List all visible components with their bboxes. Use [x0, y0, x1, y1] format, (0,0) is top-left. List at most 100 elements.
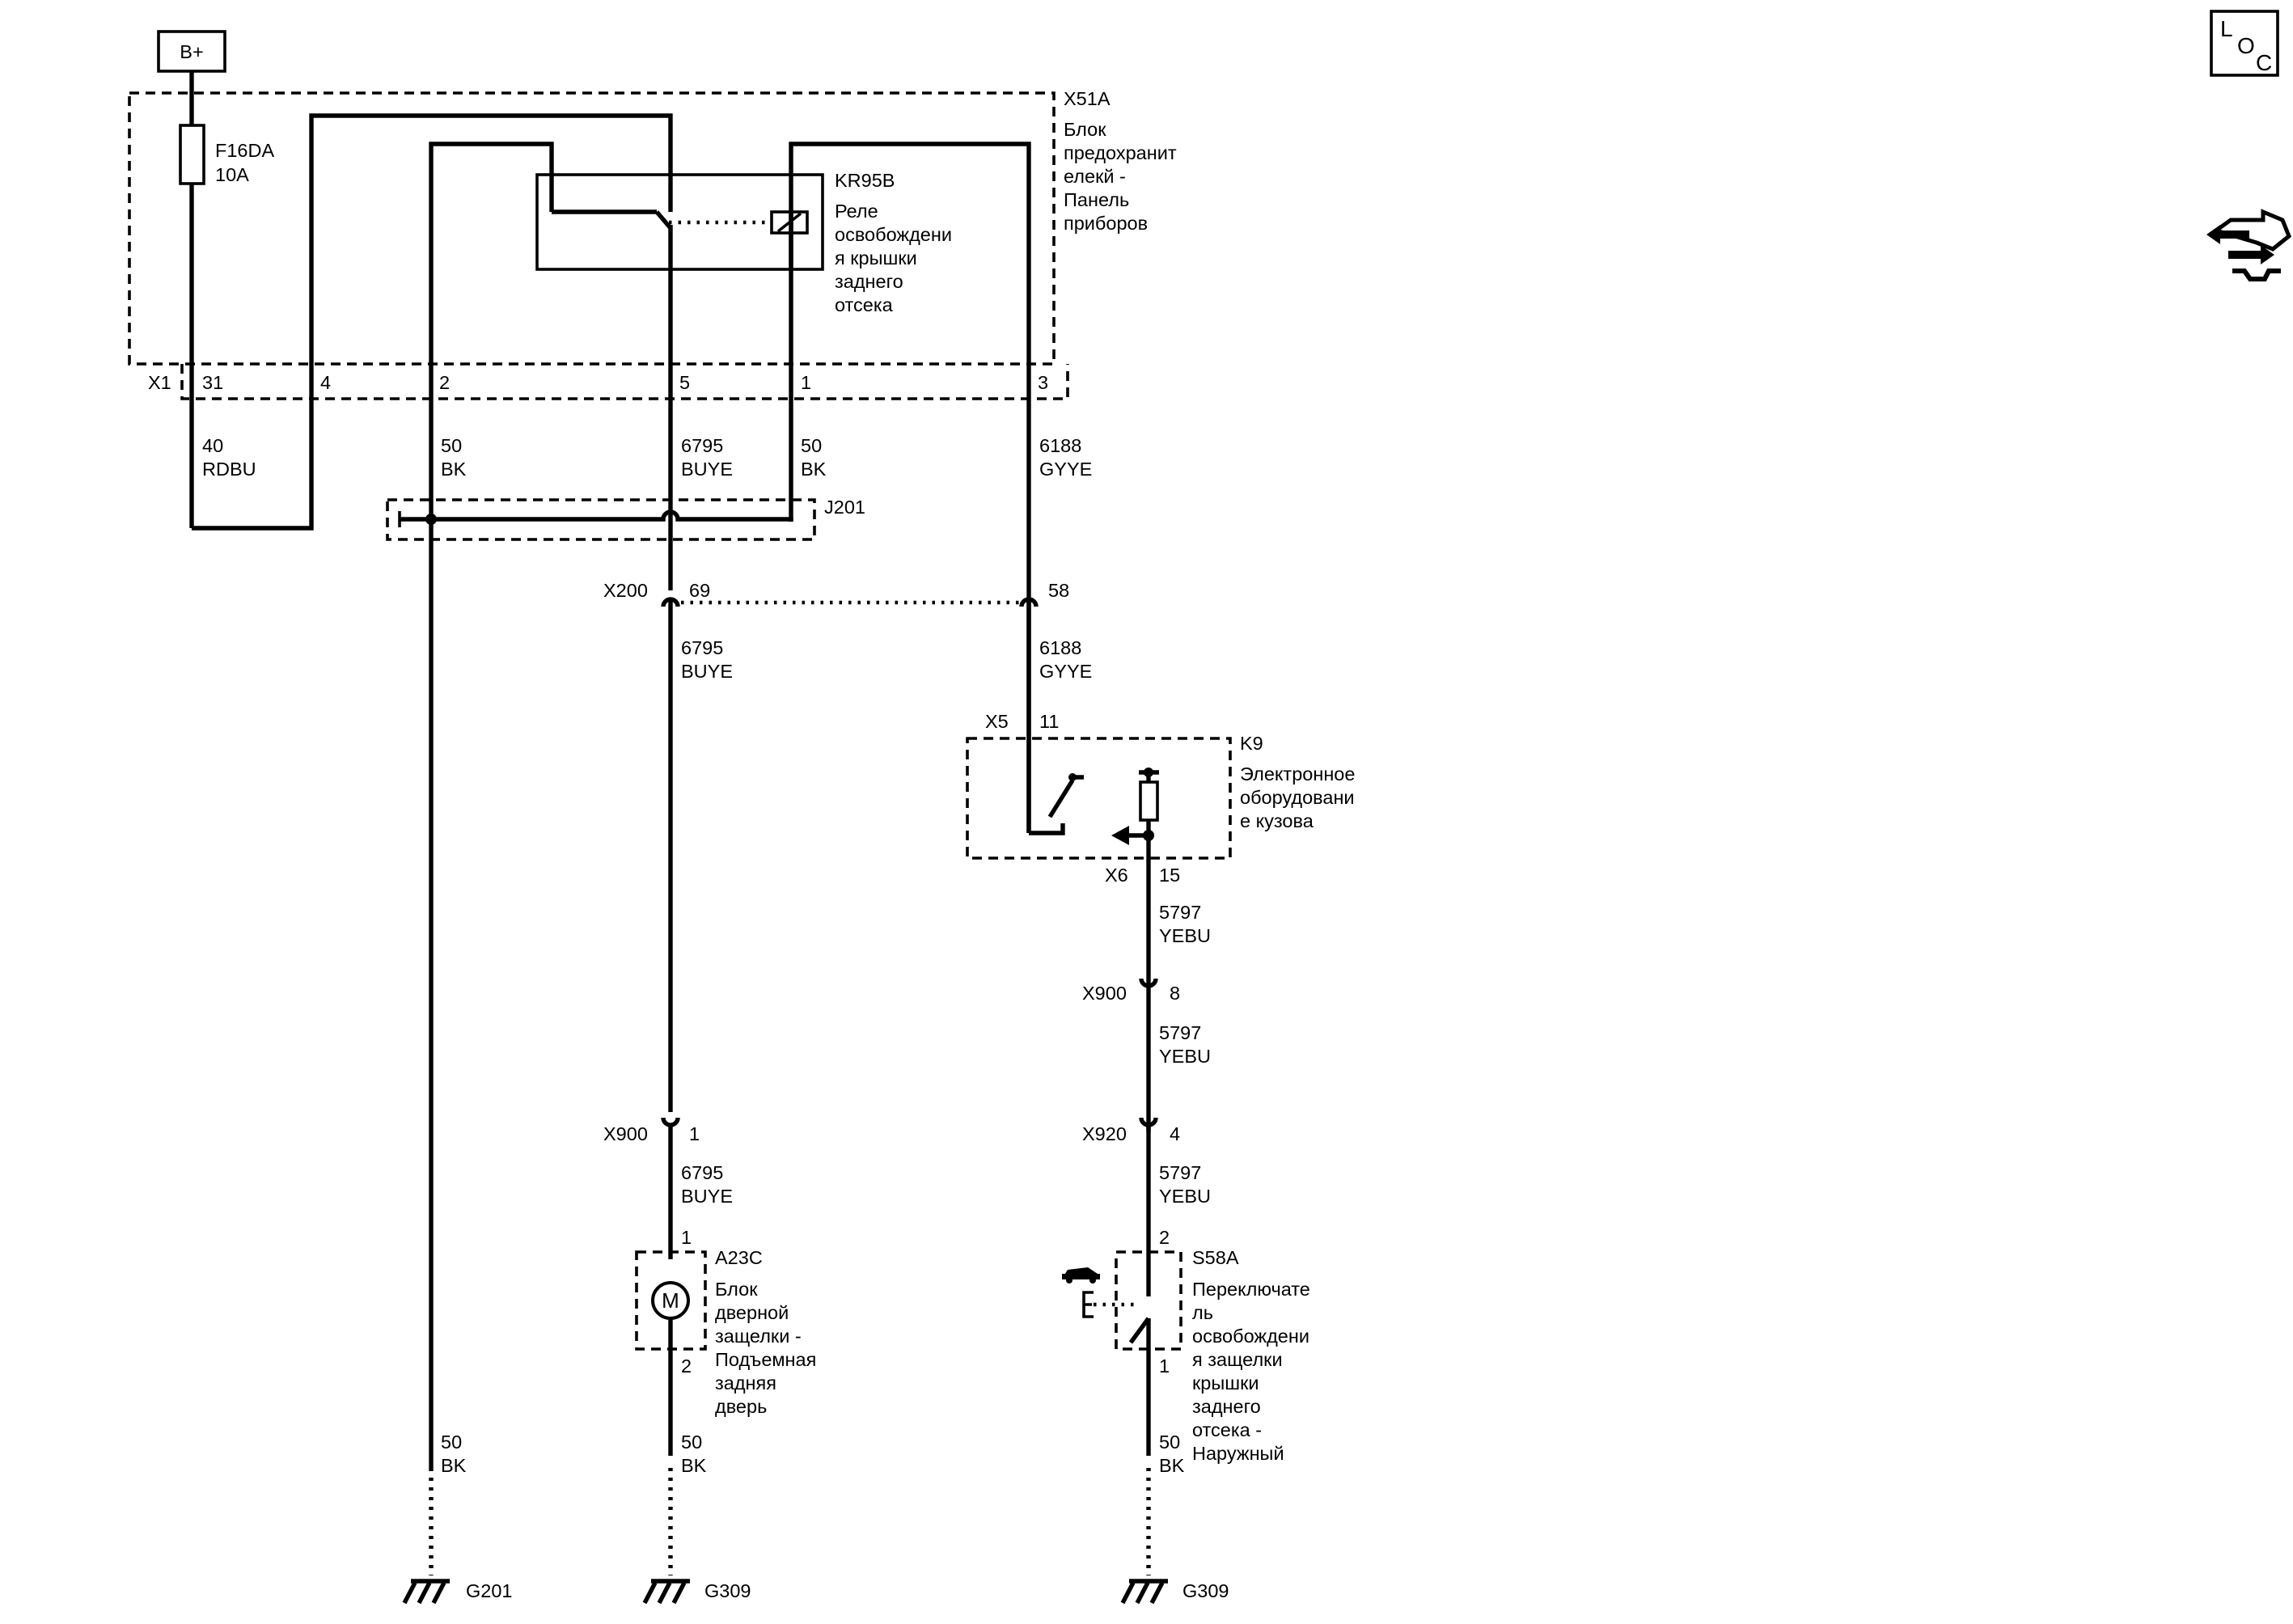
relay-outline: [535, 173, 824, 271]
motor-line: Блок: [715, 1279, 758, 1300]
pin-5: 5: [679, 372, 690, 393]
wire-number: 6795: [681, 435, 723, 456]
motor-line: Подъемная: [715, 1349, 816, 1370]
pin-3: 3: [1038, 372, 1048, 393]
relay-line: я крышки: [835, 247, 917, 269]
wire-color: BK: [441, 459, 467, 480]
connector-x1-label: X1: [148, 372, 171, 393]
fuse-block-line: предохранит: [1064, 142, 1177, 163]
x900a-pin: 1: [689, 1123, 700, 1144]
x900b-id: X900: [1082, 983, 1127, 1004]
x900a-id: X900: [603, 1123, 648, 1144]
ground-symbol: [1120, 1579, 1168, 1605]
bcm-line: е кузова: [1240, 810, 1314, 831]
motor-pin-bottom: 2: [681, 1355, 692, 1377]
wire-number: 40: [202, 435, 223, 456]
fuse-block-line: приборов: [1064, 213, 1148, 234]
loc-letter: O: [2237, 33, 2255, 58]
switch-contact: [1128, 1317, 1151, 1344]
relay-line: освобождени: [835, 224, 952, 245]
wire-color: BUYE: [681, 459, 733, 480]
bcm-out-connector: X6: [1105, 865, 1128, 886]
wire-number: 6795: [681, 637, 723, 658]
switch-line: крышки: [1192, 1372, 1259, 1394]
bcm-line: Электронное: [1240, 763, 1355, 785]
wire-color: RDBU: [202, 459, 256, 480]
switch-actuator-e: [1082, 1291, 1094, 1318]
switch-pin-bottom: 1: [1159, 1355, 1170, 1377]
wire-number: 5797: [1159, 1162, 1201, 1183]
ground-g309-a: G309: [704, 1580, 751, 1601]
loc-letter: C: [2256, 50, 2272, 75]
wire-color: BUYE: [681, 1186, 733, 1207]
wire-number: 50: [681, 1432, 702, 1453]
wire-number: 50: [801, 435, 822, 456]
switch-line: заднего: [1192, 1396, 1261, 1417]
fuse-block-outline: [128, 91, 1056, 366]
relay-line: заднего: [835, 271, 903, 292]
wire-color: YEBU: [1159, 1186, 1211, 1207]
x920-id: X920: [1082, 1123, 1127, 1144]
wire-number: 50: [1159, 1432, 1180, 1453]
wire-color: YEBU: [1159, 1046, 1211, 1067]
bcm-line: оборудовани: [1240, 787, 1355, 808]
wire-color: BK: [801, 459, 827, 480]
bcm-outline: [966, 737, 1232, 860]
relay-line: отсека: [835, 294, 894, 315]
wire-number: 50: [441, 435, 462, 456]
switch-line: отсека -: [1192, 1419, 1262, 1440]
wire-color: YEBU: [1159, 925, 1211, 946]
wire-number: 6795: [681, 1162, 723, 1183]
wire-color: GYYE: [1039, 661, 1092, 682]
switch-id: S58A: [1192, 1247, 1239, 1268]
wire-color: BUYE: [681, 661, 733, 682]
loc-letter: L: [2220, 16, 2233, 41]
bcm-pullup-resistor: [1139, 780, 1159, 822]
wire-color: BK: [441, 1455, 467, 1476]
relay-contact: [654, 210, 673, 230]
battery-label: B+: [180, 41, 203, 62]
wire-color: BK: [1159, 1455, 1185, 1476]
ground-g201: G201: [466, 1580, 513, 1601]
motor-symbol: M: [662, 1288, 679, 1313]
ground-symbol: [402, 1579, 450, 1605]
fuse-name: F16DA: [215, 140, 274, 161]
switch-line: Переключате: [1192, 1279, 1310, 1300]
loc-icon[interactable]: L O C: [2210, 10, 2279, 77]
wire-number: 50: [441, 1432, 462, 1453]
pin-1: 1: [801, 372, 811, 393]
ground-g309-b: G309: [1182, 1580, 1229, 1601]
motor-line: задняя: [715, 1372, 776, 1394]
motor-id: A23C: [715, 1247, 763, 1268]
splice-point: [425, 514, 437, 525]
x900b-pin: 8: [1170, 983, 1180, 1004]
wire-number: 6188: [1039, 435, 1081, 456]
car-icon: [1062, 1267, 1100, 1284]
relay-id: KR95B: [835, 170, 895, 191]
pin-4: 4: [320, 372, 331, 393]
fuse-block-id: X51A: [1064, 88, 1111, 109]
x200-id: X200: [603, 580, 648, 601]
wire-color: BK: [681, 1455, 707, 1476]
bcm-id: K9: [1240, 733, 1263, 754]
splice-outline: [386, 498, 816, 541]
motor-line: дверной: [715, 1302, 789, 1323]
wire-color: GYYE: [1039, 459, 1092, 480]
motor-line: дверь: [715, 1396, 767, 1417]
fuse-block-line: елекй -: [1064, 166, 1126, 187]
connector-x1-outline: [180, 364, 1069, 400]
motor-line: защелки -: [715, 1326, 802, 1347]
splice-id: J201: [824, 497, 865, 518]
switch-line: я защелки: [1192, 1349, 1283, 1370]
diagnostic-tool-icon[interactable]: [2206, 209, 2292, 281]
wire-number: 6188: [1039, 637, 1081, 658]
switch-line: освобождени: [1192, 1326, 1309, 1347]
fuse-block-line: Блок: [1064, 119, 1106, 140]
fuse-rating: 10A: [215, 164, 249, 185]
bcm-in-pin: 11: [1039, 711, 1059, 732]
switch-pin-top: 2: [1159, 1227, 1170, 1248]
wire-number: 5797: [1159, 902, 1201, 923]
bcm-in-connector: X5: [985, 711, 1009, 732]
switch-line: ль: [1192, 1302, 1213, 1323]
